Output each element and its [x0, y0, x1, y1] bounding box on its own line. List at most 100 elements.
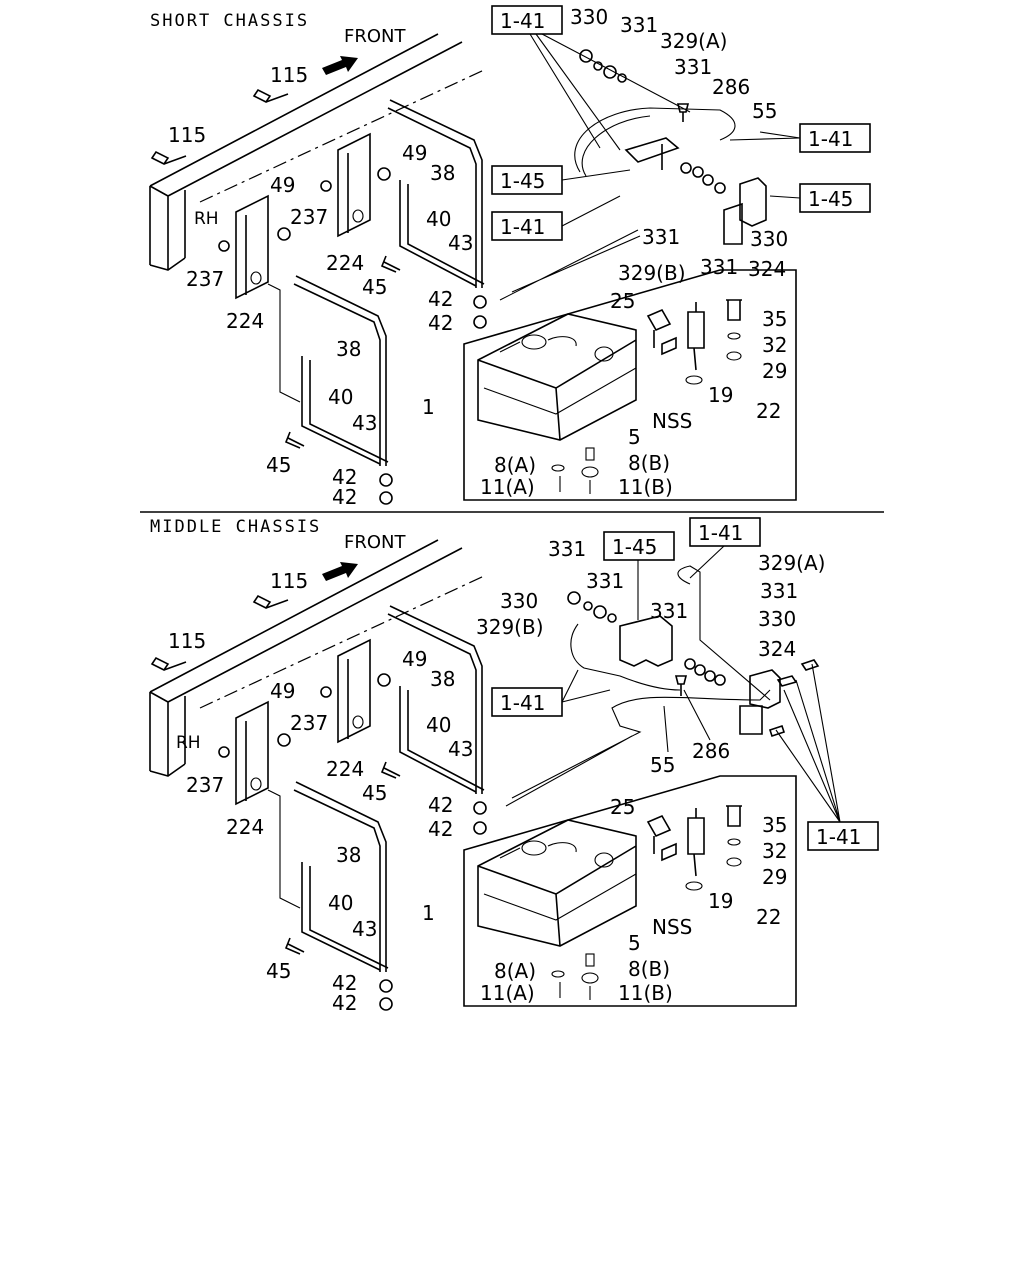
callout-25: 25 — [610, 795, 635, 819]
callout-330: 330 — [758, 607, 796, 631]
callout-19: 19 — [708, 889, 733, 913]
callout-330: 330 — [500, 589, 538, 613]
callout-330: 330 — [750, 227, 788, 251]
callout-49: 49 — [402, 141, 427, 165]
callout-237: 237 — [186, 267, 224, 291]
callout-25: 25 — [610, 289, 635, 313]
callout-331: 331 — [642, 225, 680, 249]
callout-331: 331 — [650, 599, 688, 623]
callout-224: 224 — [326, 757, 364, 781]
callout-35: 35 — [762, 813, 787, 837]
callout-32: 32 — [762, 839, 787, 863]
svg-text:1-41: 1-41 — [500, 9, 545, 33]
callout-1: 1 — [422, 395, 435, 419]
callout-331: 331 — [586, 569, 624, 593]
svg-text:1-41: 1-41 — [500, 215, 545, 239]
callout-8a: 8(A) — [494, 453, 536, 477]
ref-box: 1-45 — [491, 165, 563, 195]
callout-224: 224 — [326, 251, 364, 275]
callout-115: 115 — [168, 629, 206, 653]
callout-42: 42 — [428, 311, 453, 335]
callout-38: 38 — [336, 337, 361, 361]
ref-box: 1-41 — [689, 517, 761, 547]
callout-49: 49 — [270, 679, 295, 703]
callout-29: 29 — [762, 359, 787, 383]
callout-224: 224 — [226, 309, 264, 333]
callout-42: 42 — [428, 793, 453, 817]
side-label: RH — [176, 733, 201, 753]
callout-8b: 8(B) — [628, 957, 670, 981]
ref-box: 1-41 — [799, 123, 871, 153]
callout-5: 5 — [628, 931, 641, 955]
ref-box: 1-41 — [491, 211, 563, 241]
callout-330: 330 — [570, 5, 608, 29]
callout-40: 40 — [328, 385, 353, 409]
callout-324: 324 — [748, 257, 786, 281]
callout-331: 331 — [700, 255, 738, 279]
svg-text:1-41: 1-41 — [698, 521, 743, 545]
callout-42: 42 — [332, 485, 357, 509]
side-label: RH — [194, 209, 219, 229]
callout-43: 43 — [448, 737, 473, 761]
callout-29: 29 — [762, 865, 787, 889]
section-middle-chassis: MIDDLE CHASSIS FRONT RH 115 115 224 224 … — [149, 517, 879, 1015]
callout-329b: 329(B) — [476, 615, 544, 639]
callout-42: 42 — [332, 465, 357, 489]
callout-115: 115 — [270, 569, 308, 593]
section-short-chassis: SHORT CHASSIS FRONT RH 115 115 224 224 4… — [149, 5, 871, 509]
callout-324: 324 — [758, 637, 796, 661]
callout-49: 49 — [270, 173, 295, 197]
callout-237: 237 — [290, 205, 328, 229]
ref-box: 1-41 — [807, 821, 879, 851]
svg-text:1-45: 1-45 — [500, 169, 545, 193]
section-title: MIDDLE CHASSIS — [150, 517, 321, 537]
callout-331: 331 — [620, 13, 658, 37]
callout-1: 1 — [422, 901, 435, 925]
callout-237: 237 — [186, 773, 224, 797]
svg-text:1-41: 1-41 — [816, 825, 861, 849]
callout-11a: 11(A) — [480, 475, 535, 499]
callout-42: 42 — [428, 287, 453, 311]
callout-11b: 11(B) — [618, 981, 673, 1005]
callout-45: 45 — [362, 275, 387, 299]
callout-224: 224 — [226, 815, 264, 839]
callout-43: 43 — [352, 917, 377, 941]
callout-40: 40 — [426, 207, 451, 231]
svg-text:1-41: 1-41 — [808, 127, 853, 151]
callout-11b: 11(B) — [618, 475, 673, 499]
callout-331: 331 — [548, 537, 586, 561]
callout-22: 22 — [756, 399, 781, 423]
callout-11a: 11(A) — [480, 981, 535, 1005]
svg-text:1-45: 1-45 — [808, 187, 853, 211]
front-arrow-icon — [322, 562, 358, 581]
callout-329a: 329(A) — [758, 551, 825, 575]
front-label: FRONT — [344, 26, 406, 47]
callout-42: 42 — [332, 971, 357, 995]
callout-329a: 329(A) — [660, 29, 727, 53]
callout-43: 43 — [448, 231, 473, 255]
callout-286: 286 — [692, 739, 730, 763]
callout-45: 45 — [266, 453, 291, 477]
callout-8a: 8(A) — [494, 959, 536, 983]
callout-8b: 8(B) — [628, 451, 670, 475]
callout-45: 45 — [266, 959, 291, 983]
callout-43: 43 — [352, 411, 377, 435]
callout-38: 38 — [430, 667, 455, 691]
callout-45: 45 — [362, 781, 387, 805]
callout-5: 5 — [628, 425, 641, 449]
callout-237: 237 — [290, 711, 328, 735]
callout-35: 35 — [762, 307, 787, 331]
ref-box: 1-45 — [799, 183, 871, 213]
callout-22: 22 — [756, 905, 781, 929]
front-label: FRONT — [344, 532, 406, 553]
callout-nss: NSS — [652, 915, 692, 939]
callout-55: 55 — [752, 99, 777, 123]
callout-115: 115 — [270, 63, 308, 87]
ref-box: 1-45 — [603, 531, 675, 561]
callout-40: 40 — [426, 713, 451, 737]
section-title: SHORT CHASSIS — [150, 11, 309, 31]
callout-38: 38 — [336, 843, 361, 867]
callout-38: 38 — [430, 161, 455, 185]
callout-19: 19 — [708, 383, 733, 407]
